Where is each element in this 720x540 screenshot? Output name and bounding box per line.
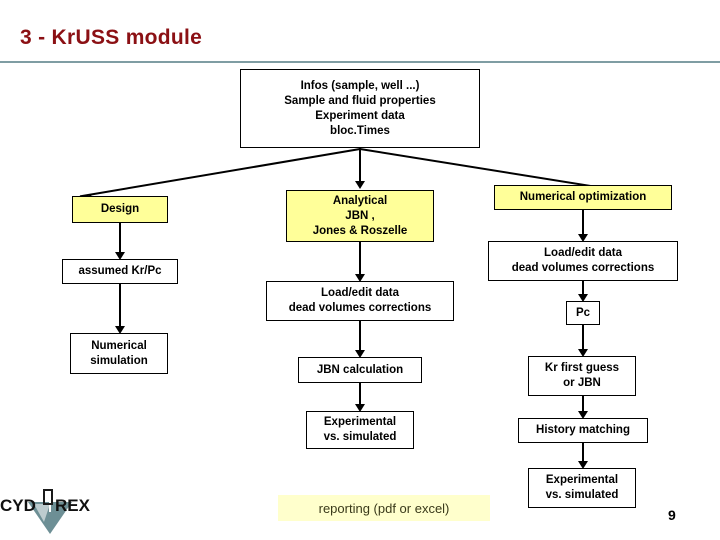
page-title: 3 - KrUSS module	[20, 26, 203, 49]
node-load-edit-data-optimization[interactable]: Load/edit data dead volumes corrections	[488, 241, 678, 281]
node-analytical[interactable]: Analytical JBN , Jones & Roszelle	[286, 190, 434, 242]
arrowhead-loadedit-to-pc	[578, 294, 588, 302]
title-divider	[0, 61, 720, 63]
arrowhead-source-to-analytical	[355, 181, 365, 189]
connector-analytical-to-loadedit	[359, 242, 361, 278]
arrowhead-loadedit-to-jbn	[355, 350, 365, 358]
connector-jbn-to-experimental	[359, 383, 361, 409]
arrowhead-pc-to-kr-first-guess	[578, 349, 588, 357]
node-numerical-simulation[interactable]: Numerical simulation	[70, 333, 168, 374]
cydarex-logo: CYD REX	[0, 488, 91, 534]
logo-text-right: REX	[55, 496, 91, 515]
node-design[interactable]: Design	[72, 196, 168, 223]
node-experimental-vs-simulated-analytical[interactable]: Experimental vs. simulated	[306, 411, 414, 449]
node-pc[interactable]: Pc	[566, 301, 600, 325]
connector-pc-to-kr-first-guess	[582, 325, 584, 353]
arrowhead-design-to-assumed	[115, 252, 125, 260]
logo-funnel-highlight	[34, 504, 50, 522]
node-jbn-calculation[interactable]: JBN calculation	[298, 357, 422, 383]
arrowhead-optimization-to-loadedit	[578, 234, 588, 242]
connector-source-to-analytical	[359, 148, 361, 182]
node-experimental-vs-simulated-optimization[interactable]: Experimental vs. simulated	[528, 468, 636, 508]
connector-loadedit-to-pc	[582, 281, 584, 298]
arrowhead-kr-to-history-matching	[578, 411, 588, 419]
node-source-infos[interactable]: Infos (sample, well ...) Sample and flui…	[240, 69, 480, 148]
connector-assumed-to-simulation	[119, 284, 121, 330]
node-load-edit-data-analytical[interactable]: Load/edit data dead volumes corrections	[266, 281, 454, 321]
node-kr-first-guess[interactable]: Kr first guess or JBN	[528, 356, 636, 396]
arrowhead-assumed-to-simulation	[115, 326, 125, 334]
connector-kr-to-history-matching	[582, 396, 584, 416]
arrowhead-analytical-to-loadedit	[355, 274, 365, 282]
connector-loadedit-to-jbn	[359, 321, 361, 354]
connector-history-to-experimental	[582, 443, 584, 466]
node-assumed-kr-pc[interactable]: assumed Kr/Pc	[62, 259, 178, 284]
arrowhead-jbn-to-experimental	[355, 404, 365, 412]
connector-optimization-to-loadedit	[582, 210, 584, 238]
logo-letter-a-mark	[43, 489, 53, 505]
node-reporting[interactable]: reporting (pdf or excel)	[278, 495, 490, 521]
page-number: 9	[668, 507, 676, 523]
connector-design-to-assumed	[119, 223, 121, 256]
logo-text-left: CYD	[0, 496, 36, 515]
node-numerical-optimization[interactable]: Numerical optimization	[494, 185, 672, 210]
arrowhead-history-to-experimental	[578, 461, 588, 469]
node-history-matching[interactable]: History matching	[518, 418, 648, 443]
